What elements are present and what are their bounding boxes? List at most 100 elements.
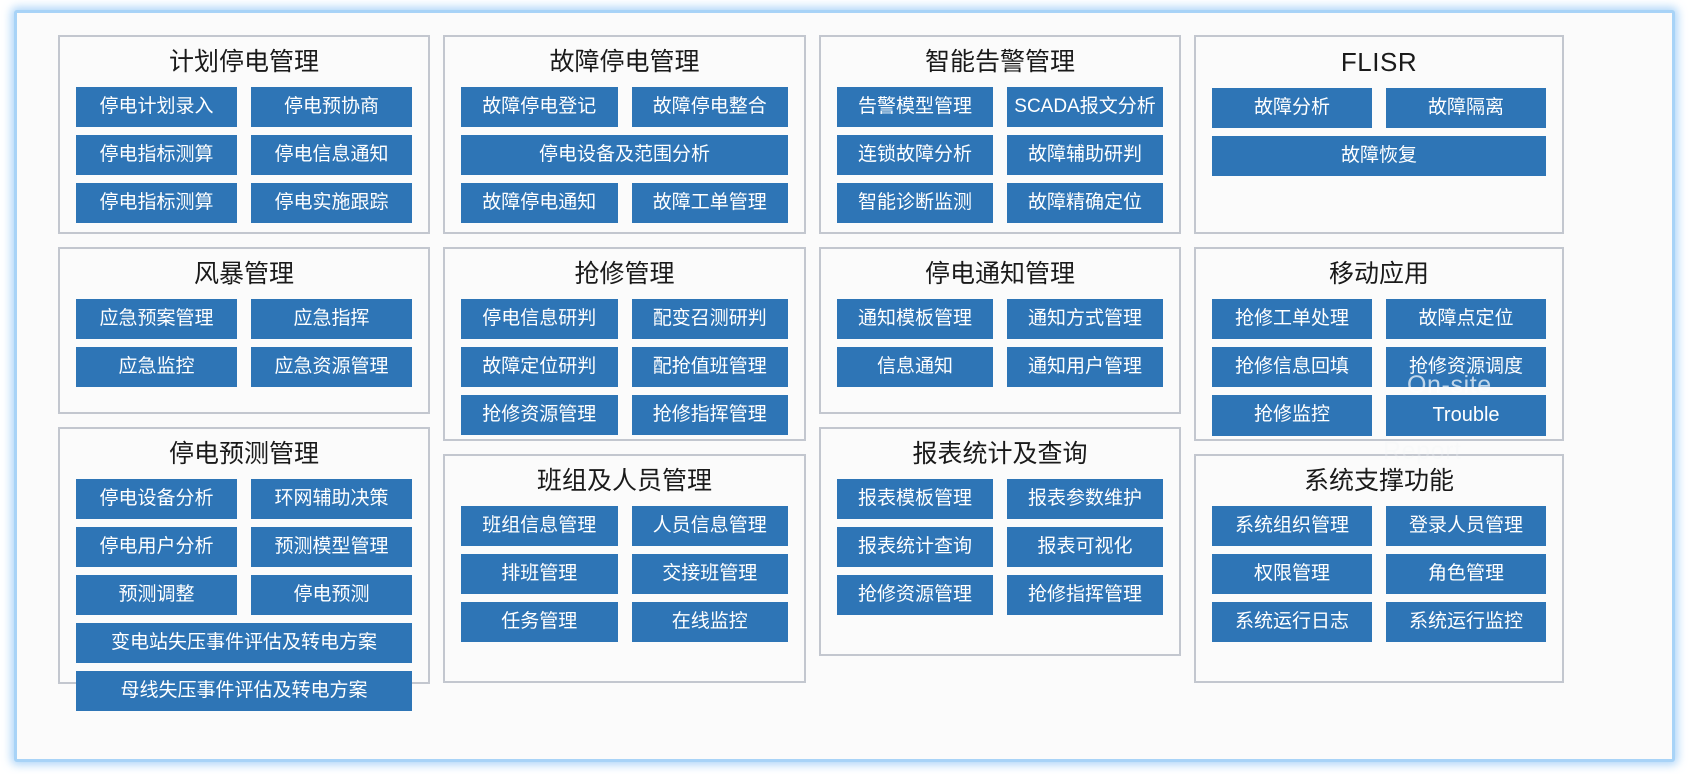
panel-title: FLISR bbox=[1340, 47, 1418, 77]
module-button[interactable]: 告警模型管理 bbox=[837, 87, 993, 127]
module-button[interactable]: 连锁故障分析 bbox=[837, 135, 993, 175]
module-button[interactable]: 停电实施跟踪 bbox=[251, 183, 412, 223]
module-button[interactable]: 应急资源管理 bbox=[251, 347, 412, 387]
module-button[interactable]: 故障停电登记 bbox=[461, 87, 618, 127]
module-button[interactable]: 停电设备及范围分析 bbox=[461, 135, 788, 175]
panel-2-1: 停电通知管理通知模板管理通知方式管理信息通知通知用户管理 bbox=[819, 247, 1181, 414]
module-button[interactable]: 抢修资源调度 bbox=[1386, 347, 1546, 387]
module-button[interactable]: 故障隔离 bbox=[1386, 88, 1546, 129]
button-group: 停电信息研判配变召测研判故障定位研判配抢值班管理抢修资源管理抢修指挥管理 bbox=[461, 299, 788, 435]
button-row: 预测调整停电预测 bbox=[76, 575, 412, 615]
button-row: 停电设备分析环网辅助决策 bbox=[76, 479, 412, 519]
module-button[interactable]: 停电指标测算 bbox=[76, 135, 237, 175]
module-button[interactable]: 应急监控 bbox=[76, 347, 237, 387]
button-row: 抢修监控 Trouble bbox=[1212, 395, 1546, 436]
module-button[interactable]: 报表模板管理 bbox=[837, 479, 993, 519]
module-button[interactable]: 故障停电整合 bbox=[631, 87, 788, 127]
button-row: 停电指标测算停电信息通知 bbox=[76, 135, 412, 175]
button-row: 故障分析故障隔离 bbox=[1212, 88, 1546, 129]
panel-spacer bbox=[837, 615, 1163, 641]
module-button[interactable]: 配变召测研判 bbox=[631, 299, 788, 339]
module-button[interactable]: 报表可视化 bbox=[1007, 527, 1163, 567]
panel-0-2: 停电预测管理停电设备分析环网辅助决策停电用户分析预测模型管理预测调整停电预测变电… bbox=[58, 427, 430, 711]
module-button[interactable]: 停电信息通知 bbox=[251, 135, 412, 175]
module-button[interactable]: 停电预协商 bbox=[251, 87, 412, 127]
module-button[interactable]: 故障停电通知 bbox=[461, 183, 618, 223]
module-button[interactable]: 停电信息研判 bbox=[461, 299, 618, 339]
button-group: 应急预案管理应急指挥应急监控应急资源管理 bbox=[76, 299, 412, 387]
panel-1-0: 故障停电管理故障停电登记故障停电整合停电设备及范围分析故障停电通知故障工单管理 bbox=[443, 35, 806, 234]
module-button[interactable]: 抢修资源管理 bbox=[837, 575, 993, 615]
module-button[interactable]: 通知模板管理 bbox=[837, 299, 993, 339]
panel-title: 停电预测管理 bbox=[168, 440, 319, 468]
button-row: 系统组织管理登录人员管理 bbox=[1212, 506, 1546, 546]
module-button[interactable]: 抢修资源管理 bbox=[461, 395, 618, 435]
module-button[interactable]: 故障辅助研判 bbox=[1007, 135, 1163, 175]
module-button[interactable]: 停电预测 bbox=[251, 575, 412, 615]
button-group: 停电设备分析环网辅助决策停电用户分析预测模型管理预测调整停电预测变电站失压事件评… bbox=[76, 479, 412, 711]
module-button[interactable]: 智能诊断监测 bbox=[837, 183, 993, 223]
column-2: 故障停电管理故障停电登记故障停电整合停电设备及范围分析故障停电通知故障工单管理抢… bbox=[443, 35, 806, 697]
module-button[interactable]: 母线失压事件评估及转电方案 bbox=[76, 671, 412, 711]
module-button[interactable]: 故障点定位 bbox=[1386, 299, 1546, 339]
module-button[interactable]: 系统运行监控 bbox=[1386, 602, 1546, 642]
module-button[interactable]: 任务管理 bbox=[461, 602, 618, 642]
module-button[interactable]: 在线监控 bbox=[631, 602, 788, 642]
module-button[interactable]: 变电站失压事件评估及转电方案 bbox=[76, 623, 412, 663]
module-button[interactable]: 故障恢复 bbox=[1212, 136, 1546, 177]
button-group: 告警模型管理 SCADA报文分析连锁故障分析故障辅助研判智能诊断监测故障精确定位 bbox=[837, 87, 1163, 223]
module-button[interactable]: 停电用户分析 bbox=[76, 527, 237, 567]
button-row: 抢修信息回填抢修资源调度 bbox=[1212, 347, 1546, 387]
module-button[interactable]: 系统运行日志 bbox=[1212, 602, 1372, 642]
module-button[interactable]: 交接班管理 bbox=[631, 554, 788, 594]
module-button[interactable]: 排班管理 bbox=[461, 554, 618, 594]
module-button[interactable]: 故障定位研判 bbox=[461, 347, 618, 387]
module-button[interactable]: 应急预案管理 bbox=[76, 299, 237, 339]
module-button[interactable]: SCADA报文分析 bbox=[1007, 87, 1163, 127]
module-button[interactable]: 停电指标测算 bbox=[76, 183, 237, 223]
module-button[interactable]: 抢修监控 bbox=[1212, 395, 1372, 436]
button-group: 通知模板管理通知方式管理信息通知通知用户管理 bbox=[837, 299, 1163, 387]
panel-title: 故障停电管理 bbox=[549, 48, 700, 76]
module-button[interactable]: 通知方式管理 bbox=[1007, 299, 1163, 339]
module-button[interactable]: 系统组织管理 bbox=[1212, 506, 1372, 546]
panel-title: 停电通知管理 bbox=[924, 260, 1075, 288]
module-button[interactable]: 环网辅助决策 bbox=[251, 479, 412, 519]
module-button[interactable]: 信息通知 bbox=[837, 347, 993, 387]
module-button[interactable]: 通知用户管理 bbox=[1007, 347, 1163, 387]
button-row: 故障定位研判配抢值班管理 bbox=[461, 347, 788, 387]
button-group: 停电计划录入停电预协商停电指标测算停电信息通知停电指标测算停电实施跟踪 bbox=[76, 87, 412, 223]
module-button[interactable]: 班组信息管理 bbox=[461, 506, 618, 546]
module-button[interactable]: 预测模型管理 bbox=[251, 527, 412, 567]
panel-title: 移动应用 bbox=[1328, 260, 1429, 288]
module-button[interactable]: 应急指挥 bbox=[251, 299, 412, 339]
module-button[interactable]: 人员信息管理 bbox=[631, 506, 788, 546]
module-button[interactable]: 权限管理 bbox=[1212, 554, 1372, 594]
module-button[interactable]: 抢修指挥管理 bbox=[631, 395, 788, 435]
module-button[interactable]: 故障精确定位 bbox=[1007, 183, 1163, 223]
button-row: 权限管理角色管理 bbox=[1212, 554, 1546, 594]
button-row: 报表统计查询报表可视化 bbox=[837, 527, 1163, 567]
module-button[interactable]: 停电设备分析 bbox=[76, 479, 237, 519]
button-row: 停电指标测算停电实施跟踪 bbox=[76, 183, 412, 223]
module-button[interactable]: 抢修信息回填 bbox=[1212, 347, 1372, 387]
panel-spacer bbox=[76, 387, 412, 399]
module-button[interactable]: 停电计划录入 bbox=[76, 87, 237, 127]
module-button[interactable]: 预测调整 bbox=[76, 575, 237, 615]
button-row: 报表模板管理报表参数维护 bbox=[837, 479, 1163, 519]
module-button[interactable]: 角色管理 bbox=[1386, 554, 1546, 594]
module-button[interactable]: 抢修工单处理 bbox=[1212, 299, 1372, 339]
module-button[interactable]: 登录人员管理 bbox=[1386, 506, 1546, 546]
module-button[interactable]: 报表参数维护 bbox=[1007, 479, 1163, 519]
module-button[interactable]: 配抢值班管理 bbox=[631, 347, 788, 387]
button-row: 故障停电通知故障工单管理 bbox=[461, 183, 788, 223]
module-button[interactable]: Trouble bbox=[1386, 395, 1546, 436]
module-button[interactable]: 抢修指挥管理 bbox=[1007, 575, 1163, 615]
module-button[interactable]: 报表统计查询 bbox=[837, 527, 993, 567]
panel-title: 报表统计及查询 bbox=[912, 440, 1088, 468]
module-button[interactable]: 故障工单管理 bbox=[631, 183, 788, 223]
module-button[interactable]: 故障分析 bbox=[1212, 88, 1372, 129]
